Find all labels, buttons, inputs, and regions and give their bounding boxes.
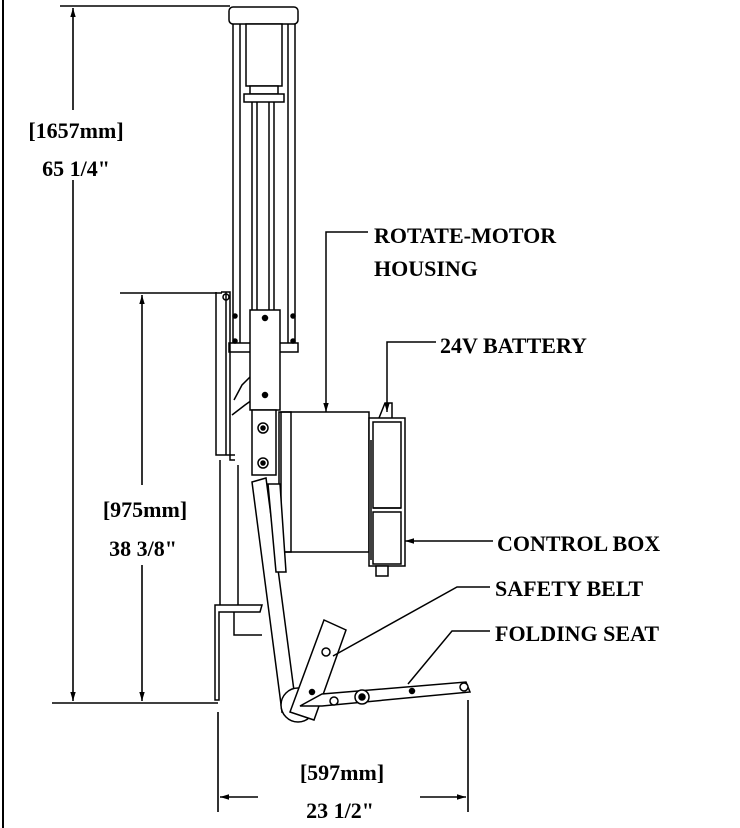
- battery-control-box: [368, 402, 406, 577]
- seat-height-imperial: 38 3/8": [109, 536, 177, 561]
- base-bracket: [214, 291, 263, 701]
- dimension-labels: [1657mm] 65 1/4" [975mm] 38 3/8" [597mm]…: [28, 118, 384, 823]
- overall-height-metric: [1657mm]: [28, 118, 123, 143]
- reach-imperial: 23 1/2": [306, 798, 374, 823]
- leader-safety-belt: [332, 586, 490, 657]
- leader-battery: [384, 341, 436, 412]
- rotate-motor-housing: [278, 411, 370, 553]
- reach-metric: [597mm]: [300, 760, 384, 785]
- overall-height-imperial: 65 1/4": [42, 156, 110, 181]
- dimension-lines: [52, 5, 469, 812]
- rotate-motor-label-line2: HOUSING: [374, 256, 478, 281]
- safety-belt-label: SAFETY BELT: [495, 576, 643, 601]
- callout-leaders: [323, 231, 493, 685]
- seat-height-metric: [975mm]: [103, 497, 187, 522]
- seat-assembly: [251, 477, 472, 723]
- callout-labels: ROTATE-MOTOR HOUSING 24V BATTERY CONTROL…: [374, 223, 660, 646]
- folding-seat-label: FOLDING SEAT: [495, 621, 659, 646]
- rotate-motor-label-line1: ROTATE-MOTOR: [374, 223, 557, 248]
- battery-label: 24V BATTERY: [440, 333, 587, 358]
- leader-folding-seat: [407, 630, 490, 685]
- lift-mast: [228, 6, 299, 353]
- lift-carriage: [249, 309, 286, 476]
- control-box-label: CONTROL BOX: [497, 531, 660, 556]
- leader-rotate-motor: [323, 231, 368, 412]
